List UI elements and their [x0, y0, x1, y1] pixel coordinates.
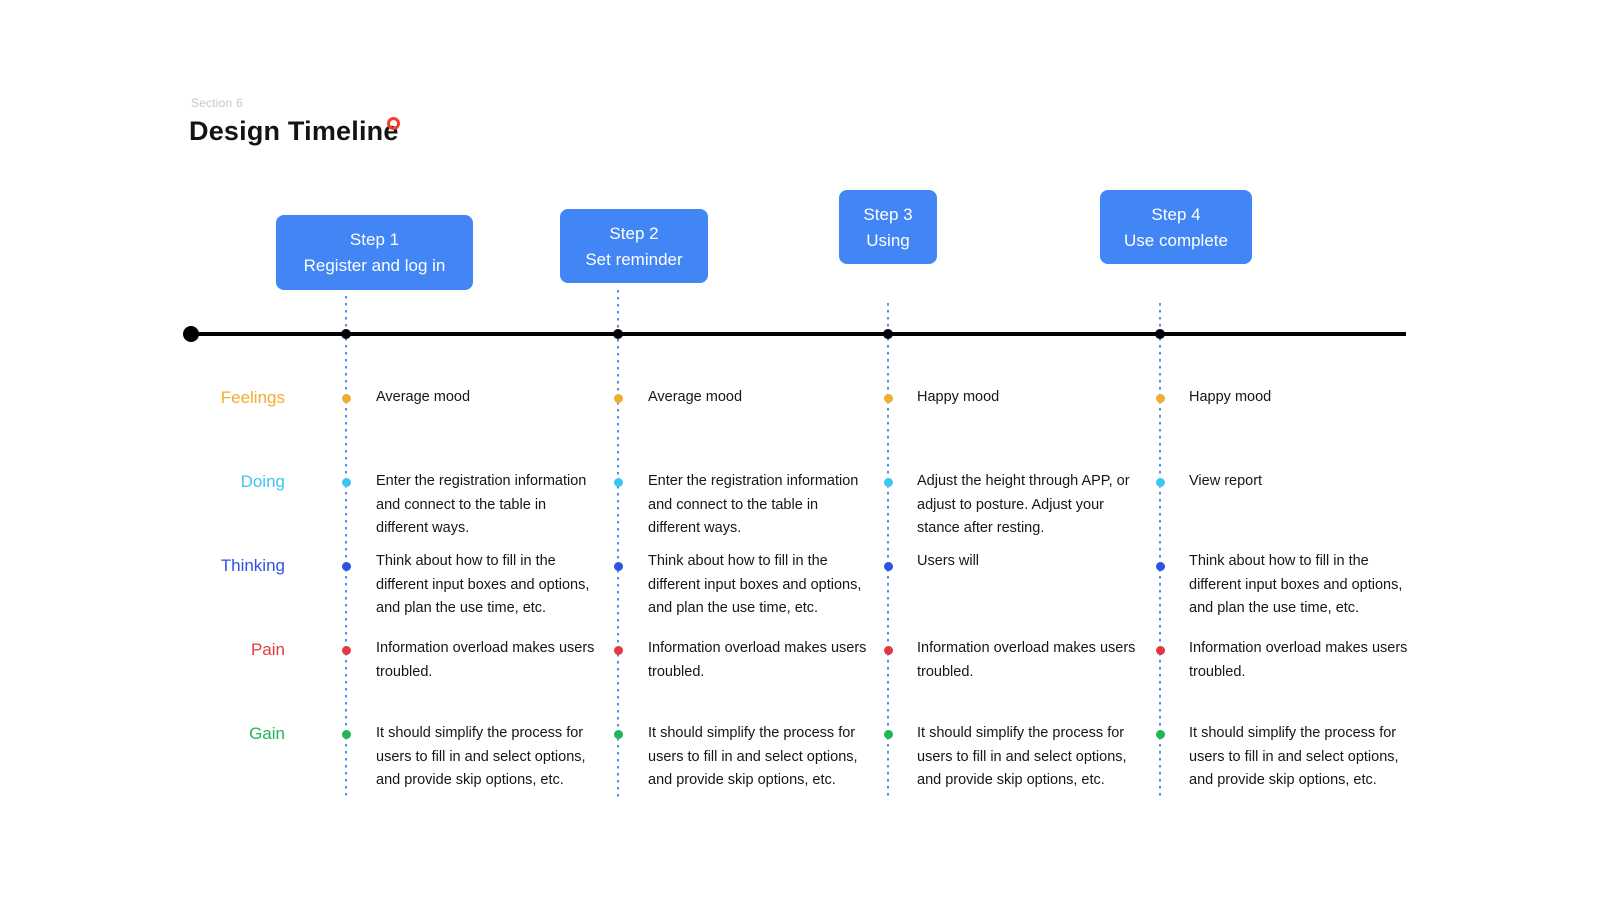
timeline-node-dot [613, 329, 623, 339]
timeline-node-dot [1155, 329, 1165, 339]
timeline-cell: Enter the registration information and c… [376, 473, 587, 536]
timeline-cell: Think about how to fill in the different… [648, 553, 862, 616]
timeline-cell: Users will [917, 553, 980, 569]
page-title: Design Timeline [189, 116, 399, 146]
row-label-thinking: Thinking [220, 556, 285, 575]
row-marker-dot [1156, 478, 1165, 487]
row-label-pain: Pain [250, 640, 285, 659]
row-marker-dot [614, 562, 623, 571]
timeline-origin-dot [183, 326, 199, 342]
row-marker-dot [1156, 562, 1165, 571]
row-marker-dot [342, 562, 351, 571]
row-marker-dot [342, 730, 351, 739]
row-marker-dot [614, 730, 623, 739]
step-label: Step 3 [863, 204, 913, 224]
row-marker-dot [342, 646, 351, 655]
row-marker-dot [884, 562, 893, 571]
step-label: Step 2 [609, 223, 659, 243]
row-marker-dot [1156, 394, 1165, 403]
step-sublabel: Register and log in [303, 256, 446, 275]
section-label: Section 6 [191, 96, 243, 110]
row-label-doing: Doing [240, 472, 285, 491]
row-marker-dot [884, 646, 893, 655]
step-label: Step 1 [349, 230, 400, 249]
timeline-cell: Think about how to fill in the different… [376, 553, 590, 616]
step-1-box: Step 1 Register and log in [276, 215, 473, 290]
row-marker-dot [614, 646, 623, 655]
timeline-cell: Information overload makes users trouble… [1189, 640, 1408, 680]
timeline-cell: It should simplify the process for users… [917, 725, 1127, 788]
timeline-axis [184, 332, 1406, 336]
guide-line-step-4 [1159, 303, 1161, 800]
step-2-box: Step 2 Set reminder [560, 209, 708, 283]
timeline-cell: Average mood [376, 389, 471, 405]
row-marker-dot [1156, 646, 1165, 655]
row-marker-dot [884, 478, 893, 487]
step-sublabel: Using [866, 230, 910, 250]
step-sublabel: Set reminder [585, 249, 683, 269]
timeline-cell: Information overload makes users trouble… [648, 640, 867, 680]
guide-line-step-3 [887, 303, 889, 800]
timeline-cell: Information overload makes users trouble… [917, 640, 1136, 680]
row-marker-dot [614, 478, 623, 487]
row-label-gain: Gain [249, 724, 285, 743]
timeline-cell: Happy mood [917, 389, 1000, 405]
row-label-feelings: Feelings [220, 388, 285, 407]
row-marker-dot [342, 394, 351, 403]
accent-ring-icon [387, 117, 400, 130]
row-marker-dot [1156, 730, 1165, 739]
timeline-cell: It should simplify the process for users… [1189, 725, 1399, 788]
timeline-cell: Think about how to fill in the different… [1189, 553, 1403, 616]
row-marker-dot [884, 394, 893, 403]
timeline-cell: Happy mood [1189, 389, 1272, 405]
timeline-cell: It should simplify the process for users… [648, 725, 858, 788]
timeline-node-dot [341, 329, 351, 339]
step-3-box: Step 3 Using [839, 190, 937, 264]
row-marker-dot [614, 394, 623, 403]
timeline-cell: It should simplify the process for users… [376, 725, 586, 788]
step-sublabel: Use complete [1124, 230, 1228, 250]
step-label: Step 4 [1151, 204, 1201, 224]
row-marker-dot [884, 730, 893, 739]
timeline-cell: Enter the registration information and c… [648, 473, 859, 536]
row-marker-dot [342, 478, 351, 487]
guide-line-step-1 [345, 296, 347, 800]
timeline-cell: Average mood [648, 389, 743, 405]
guide-line-step-2 [617, 290, 619, 800]
step-4-box: Step 4 Use complete [1100, 190, 1252, 264]
timeline-cell: View report [1189, 473, 1263, 489]
timeline-cell: Information overload makes users trouble… [376, 640, 595, 680]
timeline-cell: Adjust the height through APP, or adjust… [917, 473, 1130, 536]
timeline-node-dot [883, 329, 893, 339]
